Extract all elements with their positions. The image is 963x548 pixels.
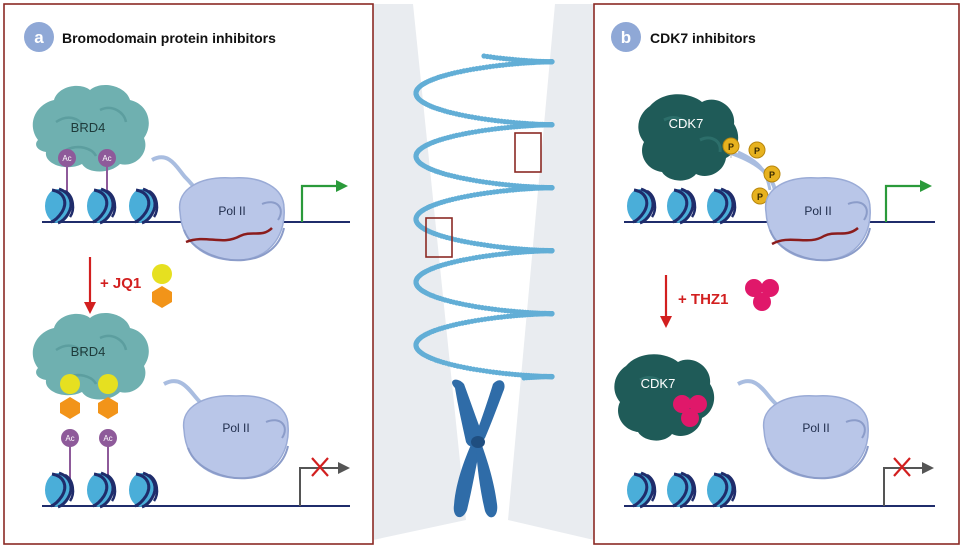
nascent-rna [771, 226, 859, 246]
brd4-label: BRD4 [71, 120, 106, 135]
pol-ii-label: Pol II [222, 421, 249, 435]
inhibition-arrow [660, 275, 672, 328]
acetyl-mark [61, 429, 79, 447]
phospho-label: P [728, 142, 734, 152]
chromatin-fiber [413, 53, 555, 381]
zoom-box-right [514, 132, 542, 173]
pol-ii-label: Pol II [804, 204, 831, 218]
cross-icon [311, 457, 329, 477]
phospho-label: P [754, 146, 760, 156]
thz1-label: + THZ1 [678, 291, 728, 308]
panel-a-title: Bromodomain protein inhibitors [62, 30, 276, 46]
acetyl-label: Ac [62, 154, 71, 163]
cdk7-label: CDK7 [641, 376, 676, 391]
jq1-bound-icon [98, 374, 118, 394]
phospho-label: P [757, 192, 763, 202]
jq1-bound-icon [60, 374, 80, 394]
panel-b-title: CDK7 inhibitors [650, 30, 756, 46]
nascent-rna [185, 227, 273, 244]
active-transcription-arrow [300, 180, 348, 222]
cdk7-label: CDK7 [669, 116, 704, 131]
jq1-molecule-icon [152, 264, 172, 308]
acetyl-mark [99, 429, 117, 447]
acetyl-label: Ac [102, 154, 111, 163]
phospho-group: P P P P [722, 137, 781, 205]
jq1-label: + JQ1 [100, 275, 141, 292]
pol-ii-label: Pol II [802, 421, 829, 435]
cross-icon [893, 457, 911, 477]
zoom-wedge-left [373, 4, 466, 540]
panel-b-letter: b [621, 28, 631, 47]
pol-ii-label: Pol II [218, 204, 245, 218]
acetyl-label: Ac [65, 434, 74, 443]
thz1-bound-icon [673, 395, 707, 427]
blocked-transcription-arrow [883, 462, 934, 506]
active-transcription-arrow [884, 180, 932, 222]
panel-a-letter: a [34, 28, 44, 47]
thz1-molecule-icon [745, 279, 779, 311]
blocked-transcription-arrow [299, 462, 350, 506]
panel-a-badge: a [24, 22, 54, 52]
brd4-label: BRD4 [71, 344, 106, 359]
chromosome-icon [452, 379, 505, 518]
acetyl-mark [58, 149, 76, 167]
zoom-box-left [425, 217, 453, 258]
chromatin-bead [521, 375, 527, 381]
acetyl-label: Ac [103, 434, 112, 443]
inhibition-arrow [84, 257, 96, 314]
panel-b-badge: b [611, 22, 641, 52]
phospho-label: P [769, 170, 775, 180]
acetyl-mark [98, 149, 116, 167]
zoom-wedge-right [508, 4, 594, 540]
